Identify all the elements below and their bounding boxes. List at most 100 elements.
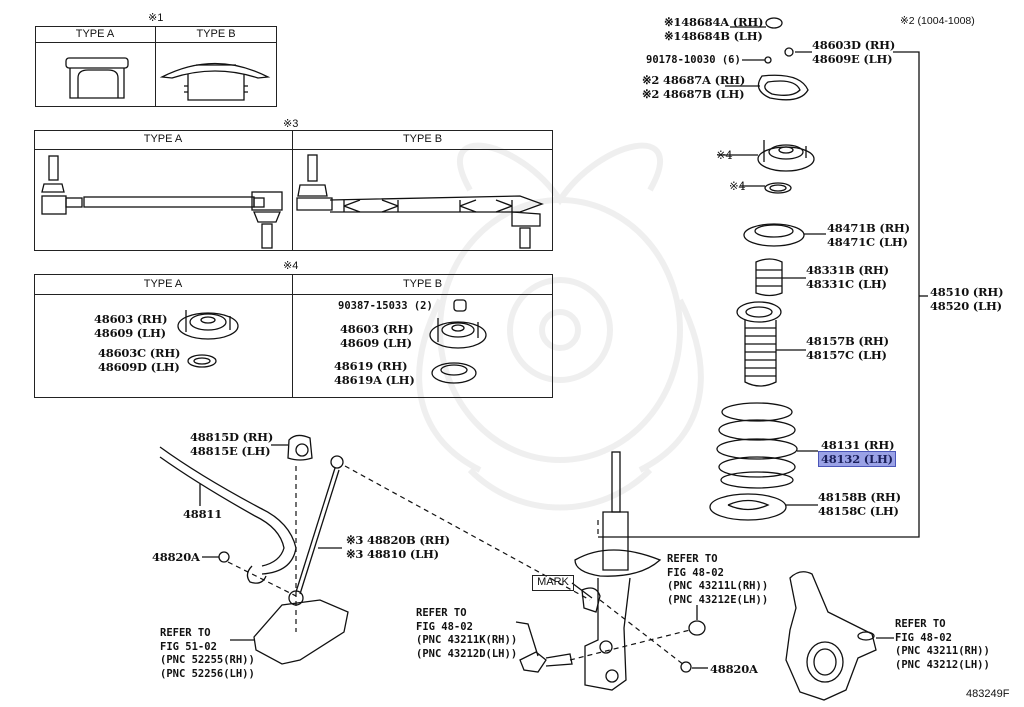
note-2-marker: ※2 (1004-1008): [900, 15, 975, 27]
strut-drawing: [574, 451, 662, 691]
note-3-marker: ※3: [283, 118, 299, 130]
reference-knuckle-line: (PNC 43211(RH)): [895, 645, 990, 657]
part-label-nut-48820a-bottom[interactable]: 48820A: [710, 662, 758, 676]
part-label-4b-seat-rh[interactable]: 48619 (RH): [334, 359, 408, 373]
part-label-upper-seat-lh[interactable]: 48471C (LH): [827, 235, 908, 249]
note-1-marker: ※1: [148, 12, 164, 24]
note-1-divider: [155, 26, 156, 107]
part-label-bushing-lh[interactable]: 48815E (LH): [190, 444, 271, 458]
reference-crossmember-line: (PNC 52256(LH)): [160, 667, 255, 680]
part-label-strut-assy-lh[interactable]: 48520 (LH): [930, 299, 1002, 313]
part-label-strut-assy-rh[interactable]: 48510 (RH): [930, 285, 1004, 299]
note-1-header-type-b: TYPE B: [196, 28, 236, 40]
part-label-cap-rh[interactable]: ※148684A (RH): [664, 15, 764, 29]
part-label-bushing-rh[interactable]: 48815D (RH): [190, 430, 274, 444]
part-label-bumper-lh[interactable]: 48331C (LH): [806, 277, 887, 291]
part-label-spring-lh-highlighted[interactable]: 48132 (LH): [818, 451, 896, 467]
part-label-lower-seat-lh[interactable]: 48158C (LH): [818, 504, 899, 518]
part-label-boot-rh[interactable]: 48157B (RH): [806, 334, 889, 348]
reference-knuckle-line: (PNC 43212(LH)): [895, 658, 990, 671]
note-3-header-type-a: TYPE A: [143, 133, 183, 145]
coil-spring-drawing: [716, 402, 798, 489]
reference-bolt-line: REFER TO: [416, 607, 467, 619]
part-label-nut-90178[interactable]: 90178-10030 (6): [646, 54, 741, 66]
part-label-mount-note4[interactable]: ※4: [716, 148, 733, 162]
part-label-boot-lh[interactable]: 48157C (LH): [806, 348, 887, 362]
note-1-table: [35, 26, 277, 107]
reference-bolt[interactable]: REFER TO FIG 48-02 (PNC 43211K(RH)) (PNC…: [416, 607, 517, 661]
note-3-header-type-b: TYPE B: [402, 133, 443, 145]
reference-crossmember-line: REFER TO: [160, 627, 211, 639]
strut-nut-drawing: [688, 620, 706, 636]
stabilizer-bar-drawing: [159, 446, 297, 584]
part-label-4b-mount-lh[interactable]: 48609 (LH): [340, 336, 412, 350]
reference-crossmember[interactable]: REFER TO FIG 51-02 (PNC 52255(RH)) (PNC …: [160, 627, 255, 681]
note-3-table: [34, 130, 553, 251]
boot-drawing: [736, 301, 782, 323]
bushing-drawing: [287, 434, 313, 461]
part-label-4b-seat-lh[interactable]: 48619A (LH): [334, 373, 415, 387]
note-1-header-line: [35, 42, 277, 43]
part-label-4a-bearing-lh[interactable]: 48609D (LH): [98, 360, 180, 374]
upper-mount-drawing: [757, 140, 815, 172]
reference-knuckle-line: FIG 48-02: [895, 631, 952, 644]
part-label-cap-lh[interactable]: ※148684B (LH): [664, 29, 763, 43]
bumper-drawing: [755, 258, 783, 297]
mount-type-a-drawing: [177, 310, 239, 368]
part-label-stabilizer-bar[interactable]: 48811: [183, 507, 223, 521]
part-label-upper-seat-rh[interactable]: 48471B (RH): [827, 221, 910, 235]
part-label-plate-rh[interactable]: ※2 48687A (RH): [642, 73, 746, 87]
part-label-nut-48820a-left[interactable]: 48820A: [152, 550, 200, 564]
reference-knuckle[interactable]: REFER TO FIG 48-02 (PNC 43211(RH)) (PNC …: [895, 618, 990, 672]
mount-type-b-drawing: [429, 299, 487, 384]
reference-crossmember-line: FIG 51-02: [160, 640, 217, 653]
crossmember-drawing: [253, 599, 349, 665]
part-label-spring-rh[interactable]: 48131 (RH): [821, 438, 895, 452]
part-label-4a-bearing-rh[interactable]: 48603C (RH): [98, 346, 181, 360]
note-3-divider: [292, 130, 293, 251]
bolt-drawing: [519, 651, 547, 673]
note-4-divider: [292, 274, 293, 398]
lower-seat-drawing: [709, 493, 787, 521]
cap-part-drawing: [765, 17, 783, 29]
note-4-table: [34, 274, 553, 398]
part-label-link-lh[interactable]: ※3 48810 (LH): [346, 547, 439, 561]
part-label-4a-mount-rh[interactable]: 48603 (RH): [94, 312, 168, 326]
link-type-a-drawing: [41, 155, 283, 249]
cap-type-a-drawing: [65, 57, 129, 99]
part-label-plate-lh[interactable]: ※2 48687B (LH): [642, 87, 745, 101]
reference-bolt-line: FIG 48-02: [416, 620, 473, 633]
reference-strut-nut[interactable]: REFER TO FIG 48-02 (PNC 43211L(RH)) (PNC…: [667, 553, 768, 607]
stabilizer-link-drawing: [295, 467, 336, 593]
part-label-bumper-rh[interactable]: 48331B (RH): [806, 263, 889, 277]
note-4-header-type-a: TYPE A: [143, 278, 183, 290]
reference-strut-nut-line: (PNC 43212E(LH)): [667, 593, 769, 606]
reference-crossmember-line: (PNC 52255(RH)): [160, 654, 255, 666]
note-4-marker: ※4: [283, 260, 299, 272]
mark-box: [532, 575, 574, 591]
part-label-bearing-note4[interactable]: ※4: [729, 179, 746, 193]
part-label-4a-mount-lh[interactable]: 48609 (LH): [94, 326, 166, 340]
reference-strut-nut-line: REFER TO: [667, 553, 718, 565]
part-label-nut-lh[interactable]: 48609E (LH): [812, 52, 893, 66]
part-label-nut-rh[interactable]: 48603D (RH): [812, 38, 896, 52]
plate-drawing: [757, 74, 809, 101]
note-3-header-line: [34, 149, 553, 150]
part-label-4b-nut[interactable]: 90387-15033 (2): [338, 300, 433, 312]
reference-knuckle-line: REFER TO: [895, 618, 946, 630]
part-label-lower-seat-rh[interactable]: 48158B (RH): [818, 490, 901, 504]
reference-strut-nut-line: (PNC 43211L(RH)): [667, 580, 769, 592]
note-4-header-line: [34, 294, 553, 295]
link-type-b-drawing: [296, 154, 544, 249]
reference-bolt-line: (PNC 43211K(RH)): [416, 634, 518, 646]
part-label-4b-mount-rh[interactable]: 48603 (RH): [340, 322, 414, 336]
note-1-header-type-a: TYPE A: [75, 28, 115, 40]
part-label-link-rh[interactable]: ※3 48820B (RH): [346, 533, 450, 547]
reference-bolt-line: (PNC 43212D(LH)): [416, 647, 518, 660]
mark-label: MARK: [537, 576, 569, 588]
note-4-header-type-b: TYPE B: [402, 278, 443, 290]
figure-id: 483249F: [966, 688, 1010, 700]
